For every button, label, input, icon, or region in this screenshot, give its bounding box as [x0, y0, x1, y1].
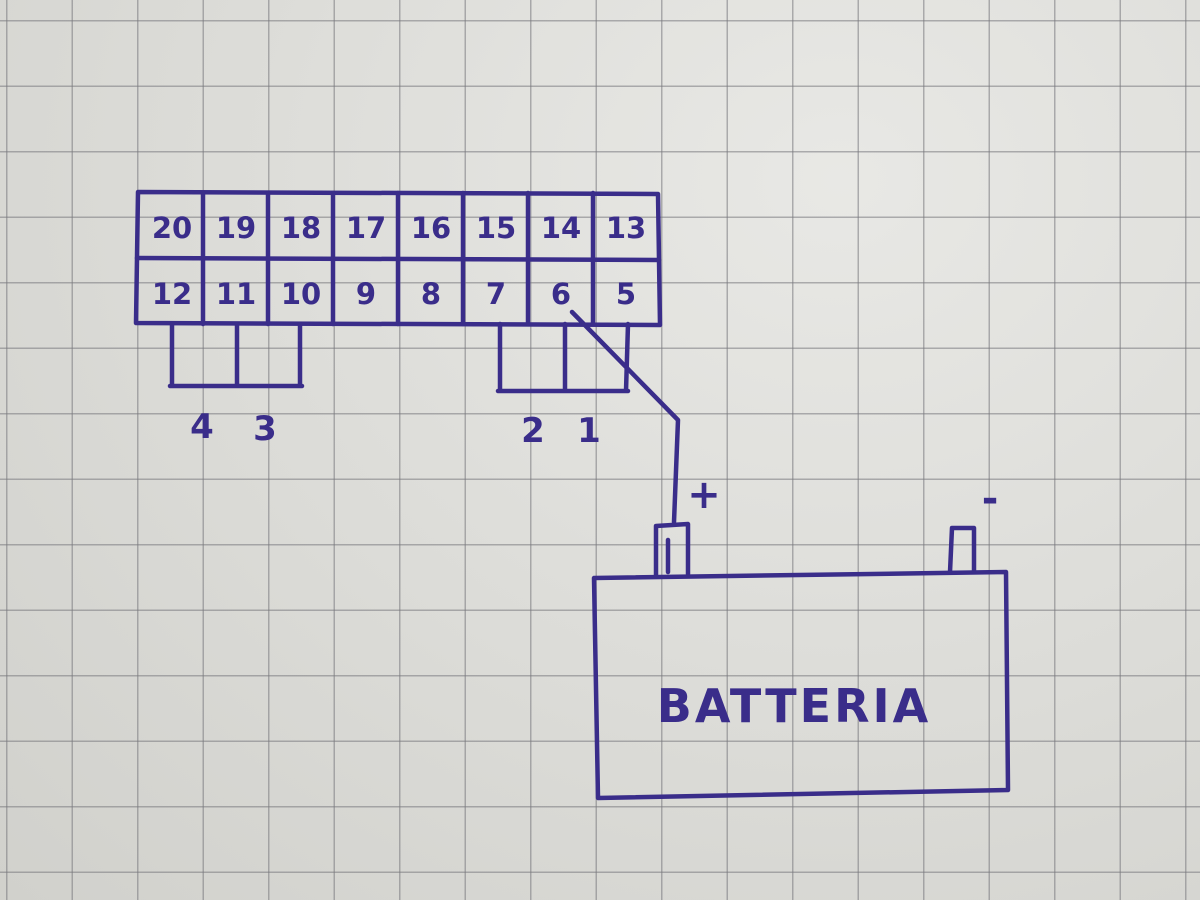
pin-label-15: 15 — [476, 211, 516, 245]
pin-label-16: 16 — [411, 211, 451, 245]
battery-body — [591, 569, 1011, 801]
connector-column-dividers — [200, 190, 596, 327]
pin-label-13: 13 — [606, 211, 646, 245]
pin-label-20: 20 — [152, 211, 192, 245]
group-label-1: 1 — [577, 411, 601, 451]
group-label-2: 2 — [521, 411, 545, 451]
right-wire-group: 2 1 — [495, 321, 631, 451]
connector-block: 20 19 18 17 16 15 14 13 12 11 10 9 8 7 6… — [133, 189, 663, 328]
negative-sign: - — [982, 476, 999, 522]
pin-label-10: 10 — [281, 277, 321, 311]
positive-wire — [569, 309, 681, 525]
pin-label-17: 17 — [346, 211, 386, 245]
pin-label-18: 18 — [281, 211, 321, 245]
pin-label-5: 5 — [616, 277, 636, 311]
battery-positive-terminal — [653, 521, 691, 579]
battery-label: BATTERIA — [657, 679, 931, 733]
right-wire-bracket — [495, 321, 631, 394]
pin-label-7: 7 — [486, 277, 506, 311]
battery: + - BATTERIA — [591, 472, 1011, 801]
pin-label-6: 6 — [551, 277, 571, 311]
pin-label-8: 8 — [421, 277, 441, 311]
pin-label-9: 9 — [356, 277, 376, 311]
group-label-4: 4 — [190, 407, 214, 447]
pin-label-11: 11 — [216, 277, 256, 311]
positive-sign: + — [687, 472, 721, 518]
pin-label-12: 12 — [152, 277, 192, 311]
left-wire-group: 4 3 — [167, 321, 305, 449]
left-wire-bracket — [167, 321, 305, 389]
battery-negative-terminal — [947, 525, 977, 575]
pin-label-19: 19 — [216, 211, 256, 245]
connector-outline — [133, 189, 663, 328]
pin-label-14: 14 — [541, 211, 581, 245]
group-label-3: 3 — [253, 409, 277, 449]
